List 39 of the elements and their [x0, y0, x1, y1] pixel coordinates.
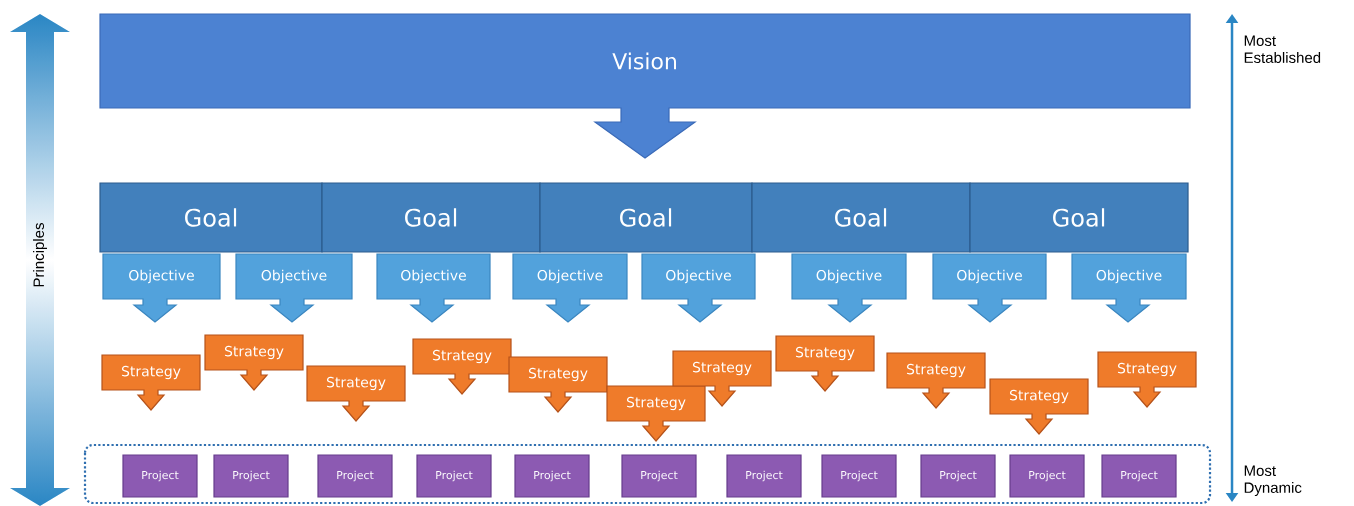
vision-arrow-box: Vision: [99, 13, 1191, 159]
strategy-callout: Strategy: [606, 385, 706, 442]
strategy-callout: Strategy: [306, 365, 406, 422]
axis-label: Most Established: [1244, 35, 1321, 63]
goal-box: Goal: [539, 182, 753, 253]
project-box: Project: [1101, 454, 1177, 498]
strategy-callout: Strategy: [1097, 351, 1197, 408]
strategy-callout: Strategy: [775, 335, 875, 392]
objective-callout: Objective: [235, 253, 353, 323]
strategy-callout: Strategy: [508, 356, 608, 413]
objective-callout: Objective: [376, 253, 491, 323]
axis-label: Principles: [33, 223, 47, 287]
goal-box: Goal: [969, 182, 1189, 253]
strategy-callout: Strategy: [204, 334, 304, 391]
strategy-callout: Strategy: [412, 338, 512, 395]
objective-callout: Objective: [641, 253, 756, 323]
strategy-callout: Strategy: [989, 378, 1089, 435]
project-box: Project: [621, 454, 697, 498]
project-box: Project: [317, 454, 393, 498]
project-box: Project: [416, 454, 492, 498]
project-box: Project: [1009, 454, 1085, 498]
dotted-frame: [83, 443, 1212, 505]
axis-label: Most Dynamic: [1244, 465, 1302, 496]
objective-callout: Objective: [932, 253, 1047, 323]
objective-callout: Objective: [512, 253, 628, 323]
project-box: Project: [726, 454, 802, 498]
goal-box: Goal: [751, 182, 971, 253]
project-box: Project: [821, 454, 897, 498]
objective-callout: Objective: [1071, 253, 1187, 323]
project-box: Project: [920, 454, 996, 498]
strategy-callout: Strategy: [101, 354, 201, 411]
objective-callout: Objective: [791, 253, 907, 323]
project-box: Project: [122, 454, 198, 498]
project-box: Project: [213, 454, 289, 498]
objective-callout: Objective: [102, 253, 221, 323]
strategy-callout: Strategy: [886, 352, 986, 409]
project-box: Project: [514, 454, 590, 498]
goal-box: Goal: [99, 182, 323, 253]
goal-box: Goal: [321, 182, 541, 253]
